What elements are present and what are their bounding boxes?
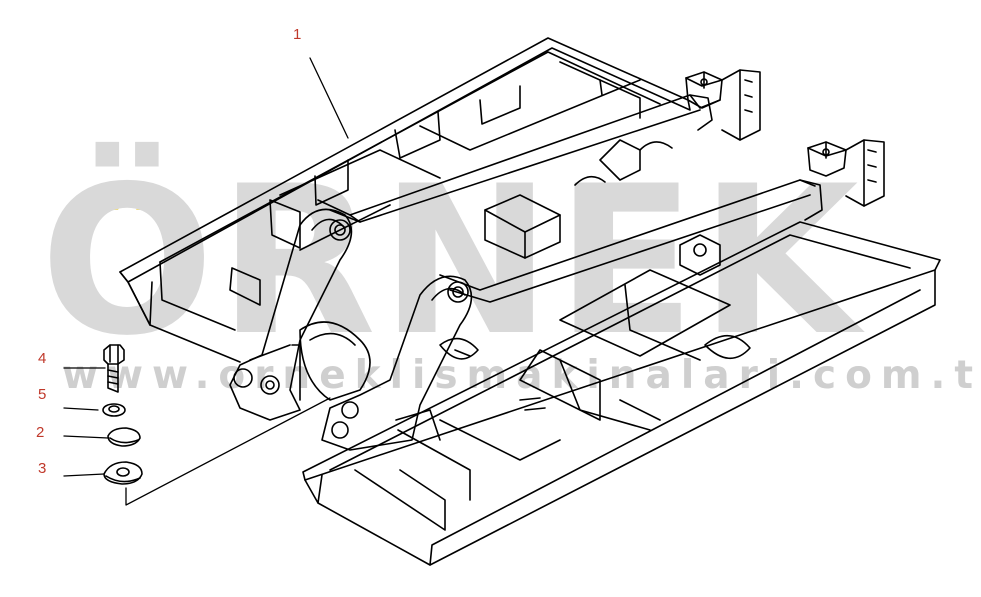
leader-lines [63,57,349,506]
center-connector [299,321,371,401]
gasket-part-3 [103,461,143,485]
right-bracket [321,275,479,451]
callout-3: 3 [38,460,47,477]
callout-1: 1 [293,26,302,43]
upper-beam [317,69,761,223]
callout-5: 5 [38,386,47,403]
plate-part-2 [107,427,141,447]
right-track-frame [302,221,941,566]
callout-2: 2 [36,424,45,441]
left-track-frame [119,37,691,363]
washer-part-5 [102,403,126,417]
bolt-part-4 [103,344,125,393]
left-bracket [229,208,353,421]
lower-beam [439,139,885,303]
callout-4: 4 [38,350,47,367]
